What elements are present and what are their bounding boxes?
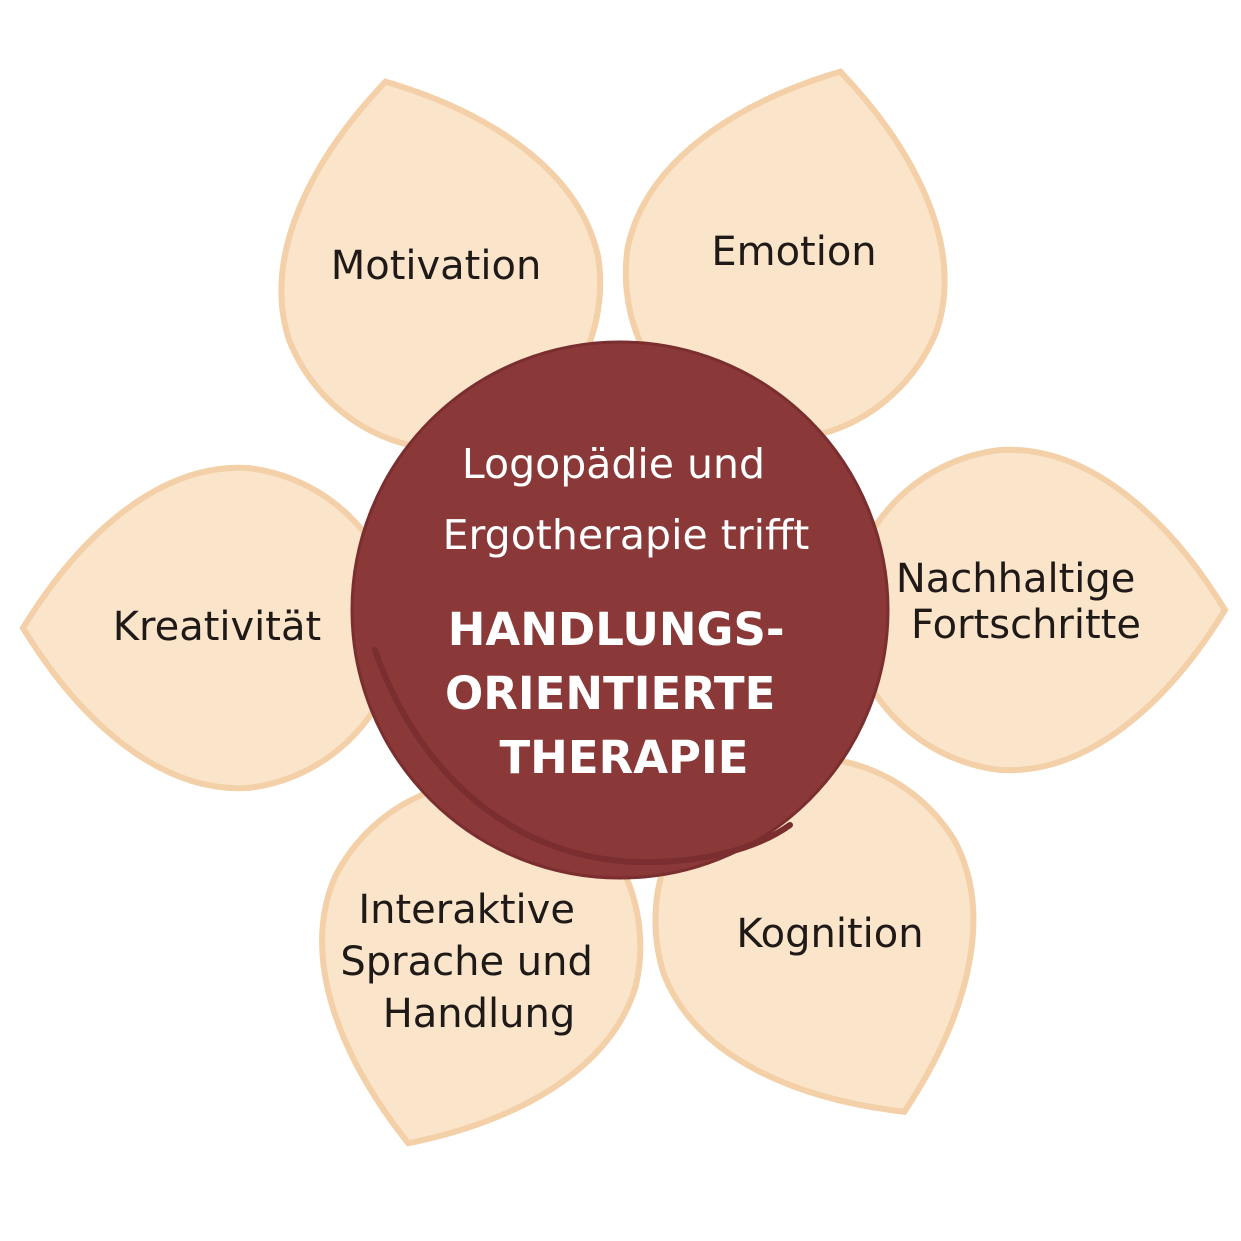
center-brush-stroke — [372, 647, 793, 866]
center-title-line-1: HANDLUNGS- — [448, 603, 785, 656]
center-disc — [350, 340, 890, 880]
svg-text:Motivation: Motivation — [331, 243, 542, 289]
svg-text:Interaktive Sprache und: Interaktive Sprache und Handlung — [340, 887, 605, 1037]
petal-interaktive-sprache-label-line-1: Interaktive — [358, 887, 575, 933]
petal-interaktive-sprache-label-line-2: Sprache und — [340, 939, 593, 985]
svg-text:Kognition: Kognition — [736, 911, 923, 957]
svg-text:Logopädie und Ergotherap: Logopädie und Ergotherapie trifft — [443, 440, 810, 559]
petal-emotion: Emotion — [622, 68, 948, 442]
center-title-line-3: THERAPIE — [499, 731, 748, 784]
petal-nachhaltige-fortschritte-label-line-1: Nachhaltige — [896, 556, 1136, 602]
petal-nachhaltige-fortschritte-label-line-2: Fortschritte — [911, 602, 1141, 648]
svg-text:Emotion: Emotion — [711, 229, 876, 275]
petal-kreativitaet: Kreativität — [19, 464, 402, 792]
petal-kognition-label-line-1: Kognition — [736, 911, 923, 957]
svg-text:Nachhaltige Fortschritte: Nachhaltige Fortschritte — [896, 556, 1148, 648]
center-title-line-2: ORIENTIERTE — [445, 667, 775, 720]
petal-motivation-label-line-1: Motivation — [331, 243, 542, 289]
svg-text:HANDLUNGS- ORIENTIERTE: HANDLUNGS- ORIENTIERTE THERAPIE — [445, 603, 800, 784]
svg-text:Kreativität: Kreativität — [113, 604, 321, 650]
center: Logopädie und Ergotherapie trifft HANDLU… — [350, 340, 890, 880]
petal-emotion-label-line-1: Emotion — [711, 229, 876, 275]
petal-kreativitaet-label-line-1: Kreativität — [113, 604, 321, 650]
petal-nachhaltige-fortschritte: Nachhaltige Fortschritte — [846, 446, 1229, 774]
petal-interaktive-sprache-label-line-3: Handlung — [383, 991, 576, 1037]
center-subtitle-line-2: Ergotherapie trifft — [443, 511, 810, 559]
center-subtitle-line-1: Logopädie und — [462, 440, 765, 488]
